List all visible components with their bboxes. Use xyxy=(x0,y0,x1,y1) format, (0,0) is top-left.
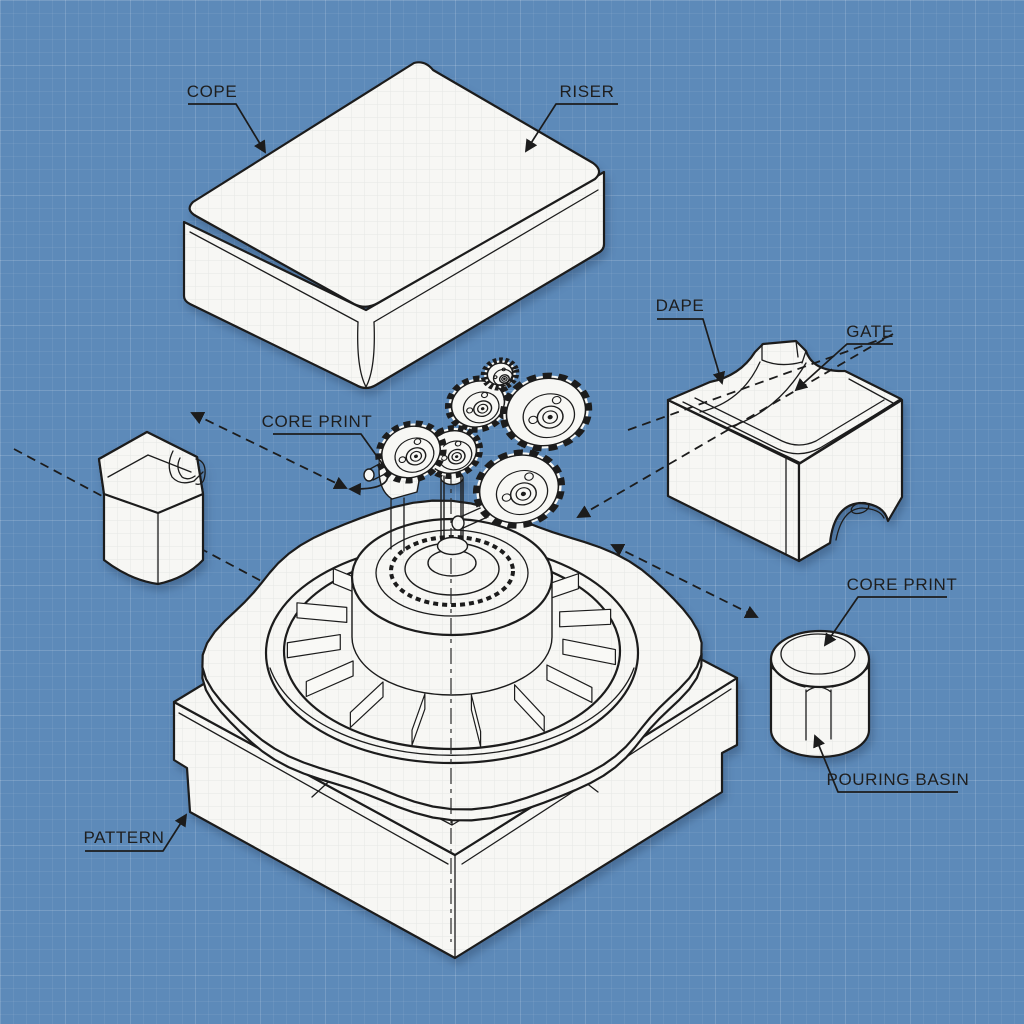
alignment-axis-dashed xyxy=(190,411,348,490)
core-print-cylinder xyxy=(769,629,871,759)
gear xyxy=(444,375,512,433)
cope-corner-pillar xyxy=(357,321,375,388)
cope-side-faces xyxy=(182,170,606,390)
gear-shaft-dot xyxy=(520,491,526,497)
cope-edge-chamfer xyxy=(189,231,359,323)
gate-ridge-line xyxy=(848,378,894,404)
annotations: COPE RISER DAPE GATE CORE PRINT CORE PRI… xyxy=(83,82,970,852)
gear xyxy=(472,449,566,529)
label-core-print-left: CORE PRINT xyxy=(262,412,373,431)
cope-edge-chamfer xyxy=(373,189,599,323)
gear-bore xyxy=(477,403,489,414)
gear-axle-cap xyxy=(363,468,375,482)
pattern-assembly xyxy=(172,468,739,960)
impeller-vane xyxy=(286,633,341,659)
gear-hole xyxy=(413,438,422,445)
gear xyxy=(375,420,447,484)
impeller-vane xyxy=(411,693,426,746)
gear-shaft-dot xyxy=(455,455,459,459)
pouring-basin-leader-line xyxy=(813,734,958,793)
hub-ring xyxy=(375,529,529,617)
gear-bore xyxy=(515,487,532,501)
cope-leader-line xyxy=(188,103,266,154)
impeller-vane xyxy=(470,694,482,748)
pattern-leader-line xyxy=(85,813,188,852)
gear-face xyxy=(492,368,514,387)
gear-hole xyxy=(524,472,534,481)
hex-core-notch-tab xyxy=(177,457,206,485)
cylinder-band xyxy=(771,667,869,688)
label-pouring-basin: POURING BASIN xyxy=(827,770,970,789)
impeller-vane xyxy=(559,608,612,628)
label-dape: DAPE xyxy=(656,296,705,315)
gate-block-top-face xyxy=(666,339,903,465)
dape-leader-line xyxy=(657,318,726,385)
gear-face xyxy=(462,391,500,424)
hex-core-notch xyxy=(168,450,204,484)
riser-leader-line xyxy=(524,103,618,153)
gear-bore xyxy=(501,376,508,382)
gear-face xyxy=(522,393,576,439)
cope-block xyxy=(182,61,606,390)
label-cope: COPE xyxy=(187,82,238,101)
gear-bore xyxy=(542,410,559,424)
gear-hole xyxy=(551,395,562,405)
gear-support-column xyxy=(443,469,462,547)
gate-groove-band xyxy=(682,397,894,455)
hex-core-edges xyxy=(103,493,204,585)
impeller-vane xyxy=(349,681,384,729)
gear-hole xyxy=(398,456,407,464)
core-print-left-leader-line xyxy=(273,433,389,496)
gear-hole xyxy=(480,391,489,399)
impeller-ring-wall xyxy=(269,667,635,756)
alignment-axis-dashed xyxy=(610,544,759,618)
label-riser: RISER xyxy=(560,82,615,101)
core-print-right-leader-line xyxy=(823,596,947,647)
gate-scoop-arc xyxy=(835,507,885,541)
alignment-axis-dashed xyxy=(627,335,891,431)
gate-block xyxy=(666,339,904,563)
gear-bore xyxy=(409,450,423,462)
gear-shaft-dot xyxy=(503,377,506,381)
alignment-axis-dashed xyxy=(576,333,894,519)
impeller-hub xyxy=(350,470,554,696)
gear-shaft-dot xyxy=(480,407,485,411)
label-gate: GATE xyxy=(846,322,893,341)
gear xyxy=(480,357,520,391)
impeller-vane xyxy=(546,664,593,704)
cope-top-face xyxy=(188,61,601,308)
gate-bore xyxy=(850,501,870,515)
label-core-print-right: CORE PRINT xyxy=(847,575,958,594)
gear-assembly xyxy=(363,357,593,556)
gear-bore xyxy=(451,452,463,462)
gate-block-post xyxy=(761,340,807,366)
cylinder-dome xyxy=(780,633,856,675)
gear-hole xyxy=(466,407,474,414)
hex-core-chamfer xyxy=(107,454,192,478)
gear-axle-cap xyxy=(451,515,465,531)
label-pattern: PATTERN xyxy=(83,828,164,847)
gear-face xyxy=(495,470,549,516)
gear-shaft-dot xyxy=(414,454,418,459)
impeller-vane xyxy=(562,638,616,666)
impeller-vane xyxy=(296,602,348,624)
gear-hole xyxy=(501,367,506,372)
gear xyxy=(499,372,593,452)
gear-shaft-dot xyxy=(547,414,553,420)
cylinder-slot xyxy=(805,686,832,741)
gear-hole xyxy=(493,375,498,380)
gear-support-foot xyxy=(436,536,469,556)
impeller-vane xyxy=(513,684,545,733)
impeller-vane xyxy=(305,660,354,698)
gear-face xyxy=(394,437,435,473)
gear-hole xyxy=(454,440,462,447)
hex-core xyxy=(97,430,206,586)
gate-leader-line xyxy=(794,343,893,392)
